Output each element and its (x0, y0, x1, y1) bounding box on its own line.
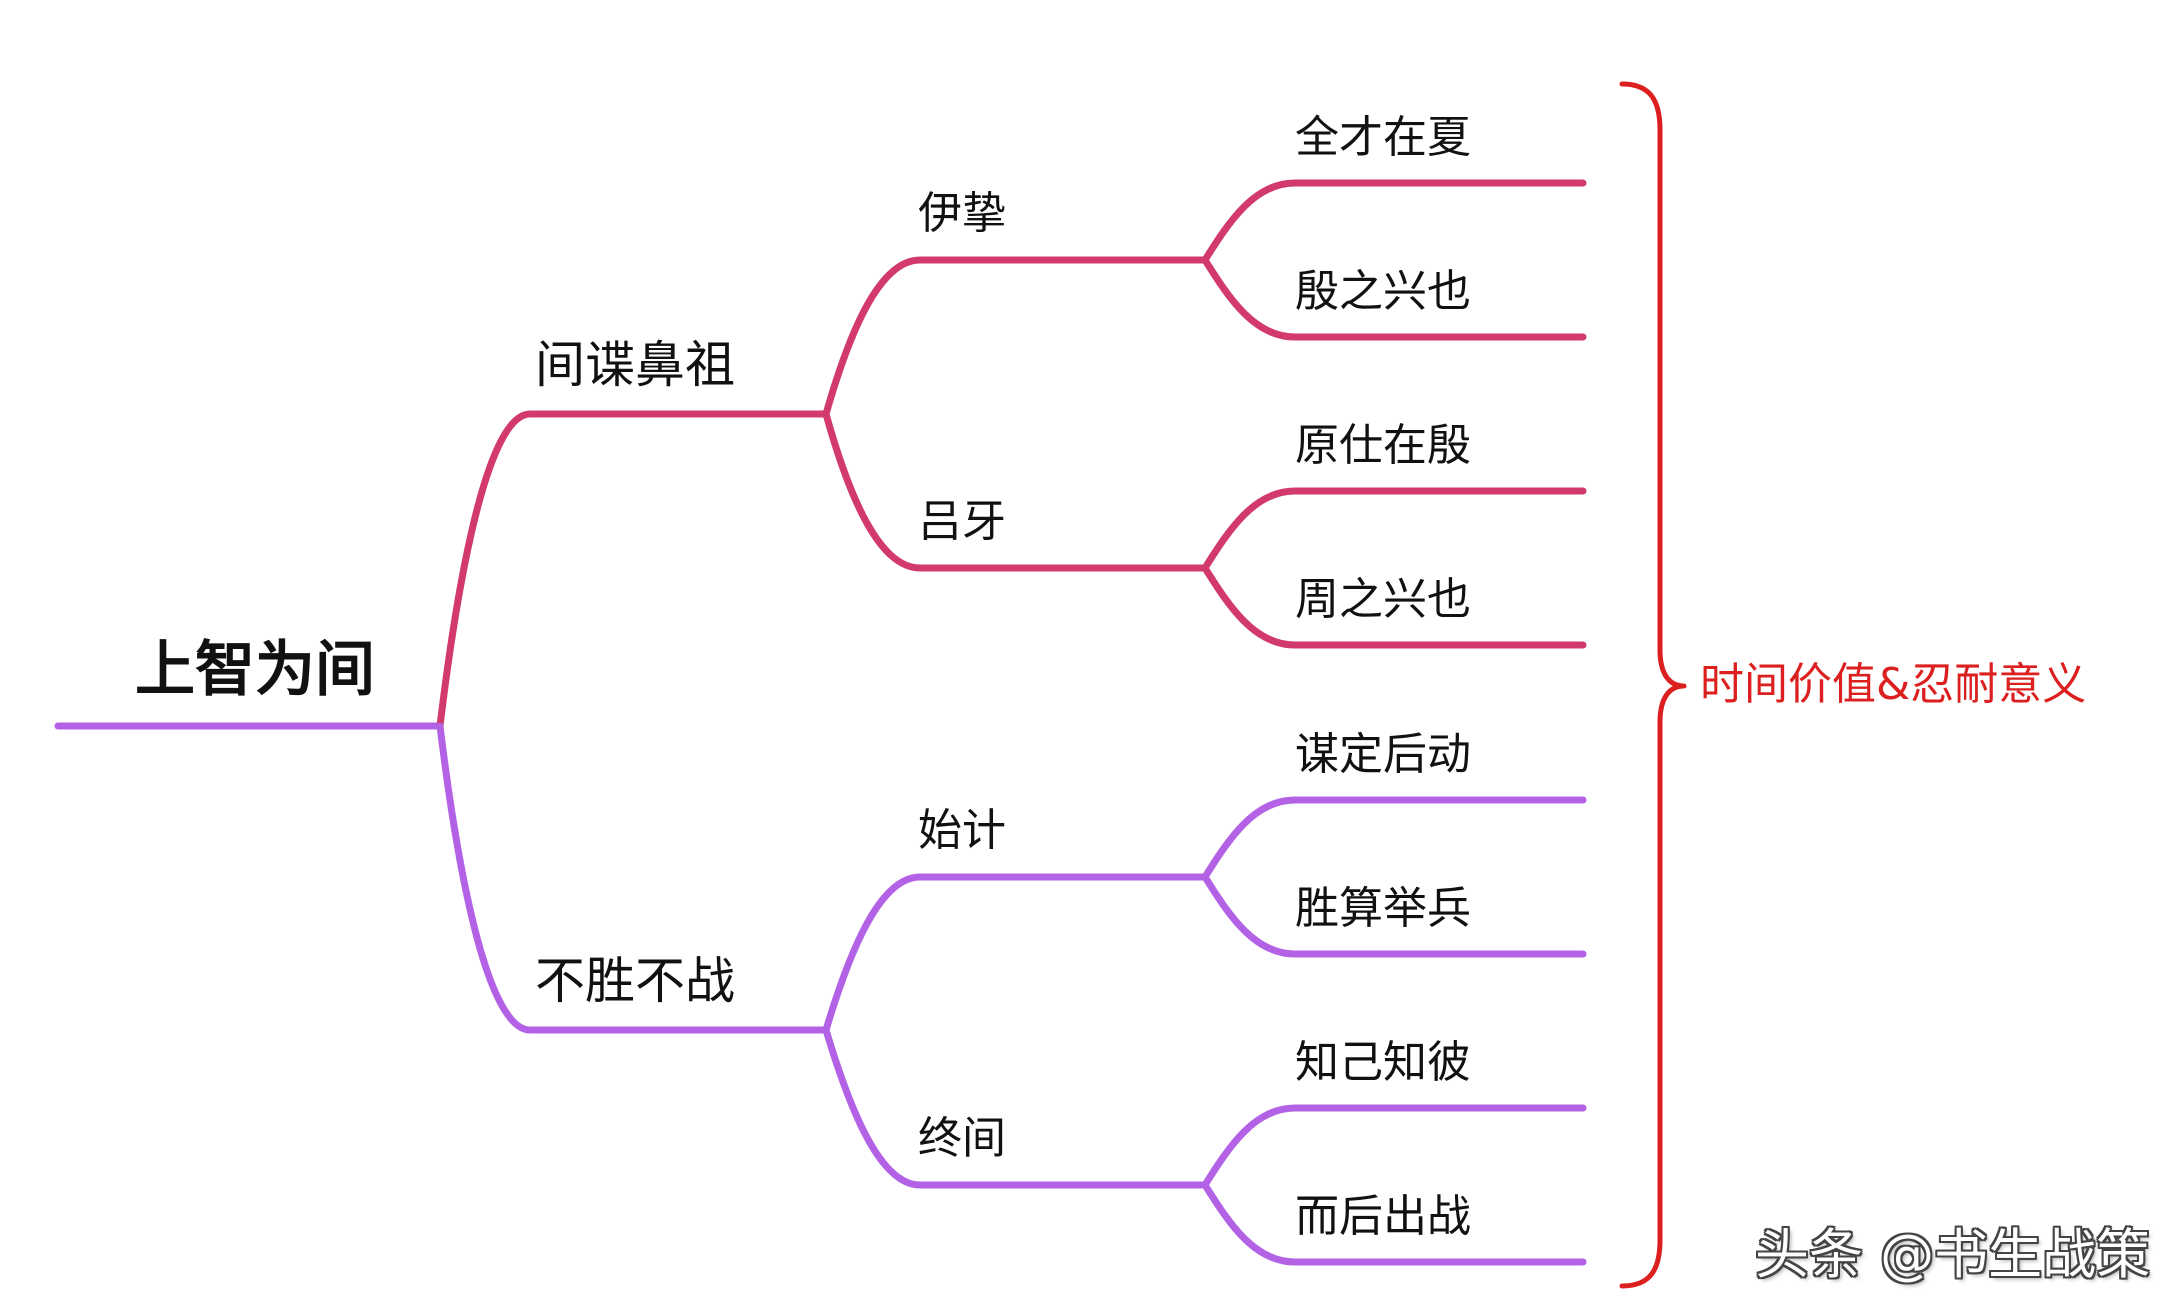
summary-bracket (1619, 81, 1687, 1289)
connector-leaf-1-0-0 (1201, 796, 1587, 881)
connector-child-1-1 (822, 1026, 1209, 1189)
connector-child-0-0 (822, 256, 1209, 418)
connector-leaf-0-0-1 (1201, 256, 1587, 341)
connector-branch-1 (436, 722, 830, 1034)
leaf-label: 谋定后动 (1295, 729, 1471, 780)
leaf-label: 原仕在殷 (1295, 420, 1471, 471)
root-node-label: 上智为间 (135, 635, 375, 705)
child-label-yizhi: 伊挚 (918, 188, 1006, 239)
connector-child-0-1 (822, 410, 1209, 572)
connector-leaf-1-1-1 (1201, 1181, 1587, 1266)
connector-branch-0 (436, 410, 830, 730)
connector-leaf-1-1-0 (1201, 1104, 1587, 1189)
child-label-lvya: 吕牙 (918, 496, 1006, 547)
branch-label-busheng-buzhan: 不胜不战 (535, 952, 735, 1010)
leaf-label: 知己知彼 (1295, 1037, 1471, 1088)
connector-child-1-0 (822, 873, 1209, 1034)
leaf-label: 全才在夏 (1295, 112, 1471, 163)
leaf-label: 而后出战 (1295, 1191, 1471, 1242)
summary-label: 时间价值&忍耐意义 (1700, 659, 2087, 710)
watermark: 头条 @书生战策 (1755, 1223, 2151, 1286)
child-label-shiji: 始计 (918, 805, 1006, 856)
leaf-label: 殷之兴也 (1295, 266, 1471, 317)
child-label-zhongjian: 终间 (918, 1113, 1006, 1164)
branch-label-jiandie-bizu: 间谍鼻祖 (535, 336, 735, 394)
connector-leaf-1-0-1 (1201, 873, 1587, 958)
connector-leaf-0-1-1 (1201, 564, 1587, 649)
connector-leaf-0-0-0 (1201, 179, 1587, 264)
leaf-label: 胜算举兵 (1295, 883, 1471, 934)
leaf-label: 周之兴也 (1295, 574, 1471, 625)
connector-leaf-0-1-0 (1201, 487, 1587, 572)
